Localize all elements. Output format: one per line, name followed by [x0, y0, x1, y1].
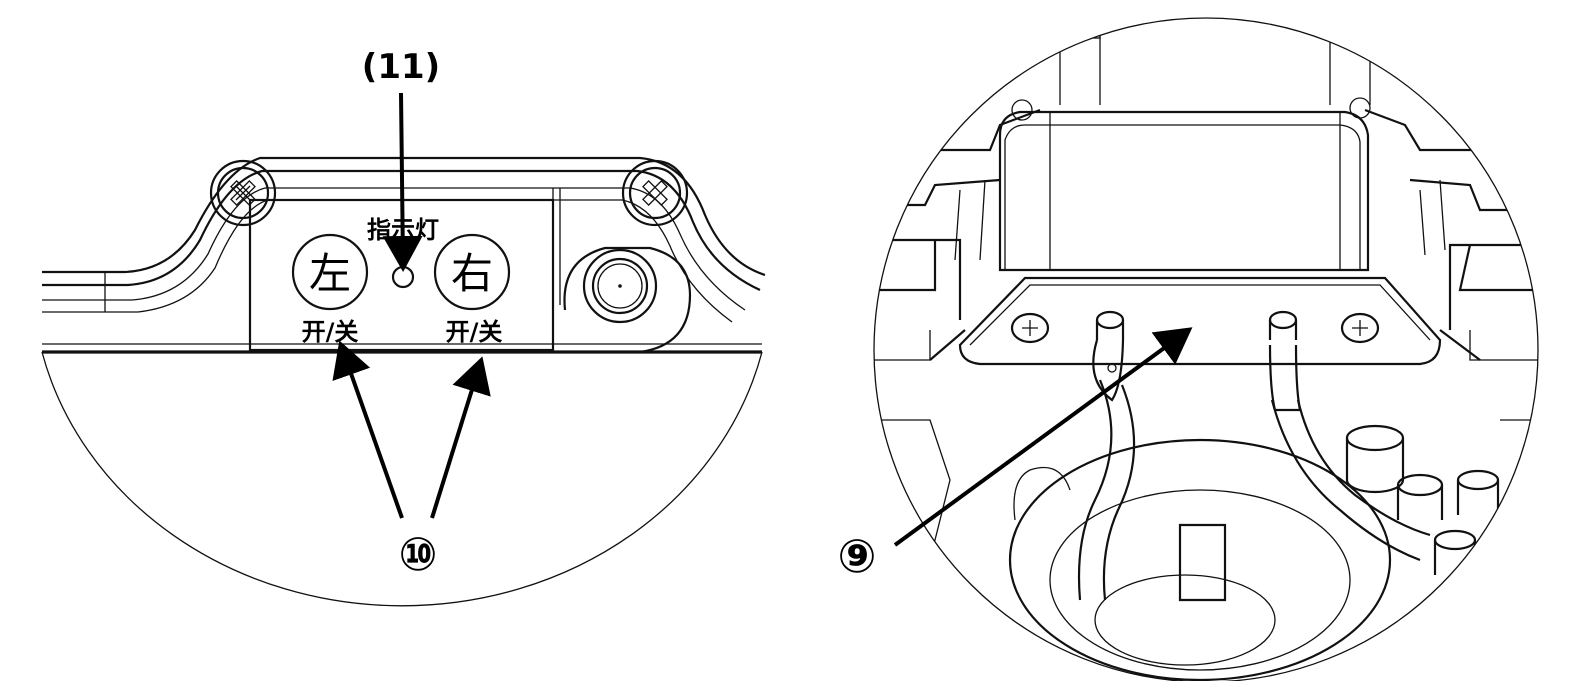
callout-switch-number: ⑩: [399, 527, 438, 581]
wire-right-a: [1270, 399, 1421, 562]
plate-chamfer-left: [929, 329, 966, 361]
right-button: 右: [433, 233, 511, 311]
right-detail-content: [874, 19, 1538, 681]
terminal-plate-inner: [969, 284, 1431, 346]
housing-back-lines: [1059, 20, 1371, 105]
housing-contour-outer: [42, 156, 766, 277]
right-detail-boundary: [873, 17, 1539, 681]
plate-screw-left: [1010, 312, 1050, 344]
right-switch-label: 开/关: [446, 318, 503, 346]
left-detail-view: 左 右 指示灯 开/关 开/关 (11) ⑩: [41, 47, 766, 607]
plate-chamfer-right: [1439, 329, 1481, 361]
left-button: 左: [291, 233, 369, 311]
frame-left-lower: [874, 238, 962, 320]
indicator-leader-arrow: [382, 92, 423, 272]
indicator-light: [391, 265, 415, 289]
left-screw: [209, 159, 277, 227]
housing-contour-inner: [42, 187, 746, 311]
callout-indicator-number: (11): [362, 47, 440, 87]
terminal-box: [998, 110, 1370, 272]
right-detail-view: ⑨: [838, 17, 1539, 681]
frame-detail-lines: [954, 179, 1446, 261]
cylinder-cluster: [1345, 424, 1500, 575]
top-tab: [1059, 19, 1101, 39]
frame-right-lower: [1448, 243, 1538, 330]
frame-right-upper: [1364, 108, 1538, 212]
left-switch-leader-arrow: [332, 340, 404, 519]
housing-contour-mid: [42, 169, 761, 291]
wire-terminal-right: [1268, 310, 1302, 412]
lower-boss-left: [1013, 466, 1071, 521]
wire-terminal-left: [1092, 310, 1125, 402]
right-switch-leader-arrow: [430, 356, 491, 519]
callout-terminal-number: ⑨: [838, 529, 877, 583]
plate-screw-right: [1340, 312, 1380, 344]
left-detail-boundary: [41, 351, 763, 607]
terminal-leader-arrow: [893, 327, 1193, 547]
back-peg-left: [1011, 99, 1033, 121]
lower-hub: [1094, 574, 1276, 666]
right-screw: [621, 159, 689, 227]
wire-left-b: [1102, 384, 1136, 601]
terminal-plate: [958, 276, 1442, 366]
frame-left-upper: [874, 108, 1041, 207]
right-button-label: 右: [451, 249, 493, 298]
wire-right-b: [1296, 399, 1431, 537]
terminal-box-inner: [1004, 124, 1361, 270]
lower-ring-outer: [1008, 438, 1392, 681]
left-switch-label: 开/关: [302, 318, 359, 346]
lower-ring-inner: [1049, 489, 1351, 671]
wire-left-a: [1077, 379, 1113, 601]
lower-post: [1178, 523, 1227, 602]
left-button-label: 左: [309, 249, 351, 298]
round-port: [563, 246, 692, 354]
